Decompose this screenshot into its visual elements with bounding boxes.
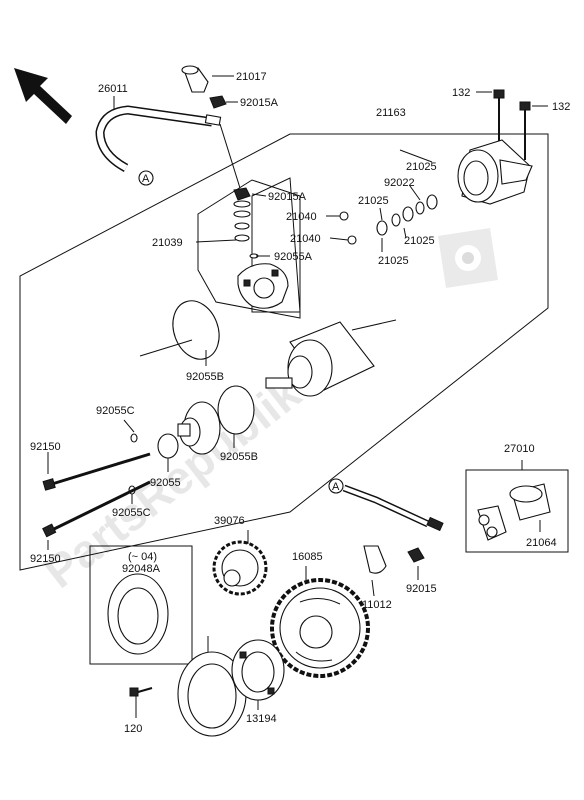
label-16085: 16085 bbox=[292, 551, 323, 563]
through-bolt-upper bbox=[42, 452, 151, 491]
terminal-boot bbox=[181, 65, 209, 93]
connector-a-top bbox=[138, 170, 154, 186]
label-92055a: 92055A bbox=[274, 251, 313, 263]
idle-gear bbox=[212, 540, 268, 596]
cover-gasket bbox=[107, 573, 169, 655]
connector-a-lower bbox=[328, 478, 344, 494]
o-ring-92055b-lower bbox=[217, 385, 255, 435]
bolt-132-left bbox=[493, 89, 505, 142]
label-92015a-top: 92015A bbox=[240, 97, 279, 109]
label-92150-b: 92150 bbox=[30, 553, 61, 565]
rear-end-cover bbox=[457, 139, 533, 205]
label-21025-b: 21025 bbox=[358, 195, 389, 207]
o-ring-92055b-upper bbox=[172, 300, 220, 360]
battery-cable bbox=[95, 105, 222, 172]
label-92055: 92055 bbox=[150, 477, 181, 489]
label-92048a: 92048A bbox=[122, 563, 161, 575]
bolt-120 bbox=[129, 687, 153, 697]
leader-lines bbox=[113, 96, 541, 597]
label-21017: 21017 bbox=[236, 71, 267, 83]
label-26011: 26011 bbox=[98, 83, 128, 95]
label-92150-a: 92150 bbox=[30, 441, 61, 453]
label-92055b-b: 92055B bbox=[220, 451, 258, 463]
o-ring-92055c-upper bbox=[130, 433, 138, 443]
label-21039: 21039 bbox=[152, 237, 183, 249]
nut-92015a-top bbox=[209, 95, 227, 109]
label-21025-a: 21025 bbox=[406, 161, 437, 173]
label-21025-c: 21025 bbox=[404, 235, 435, 247]
solenoid bbox=[477, 505, 507, 541]
plug-11012 bbox=[363, 545, 387, 574]
bolt-132-right bbox=[519, 101, 531, 160]
label-92015: 92015 bbox=[406, 583, 437, 595]
screw-21040-b bbox=[347, 235, 357, 245]
through-bolt-lower bbox=[42, 480, 151, 538]
solenoid-assembly-box bbox=[465, 469, 569, 553]
label-92055c-b: 92055C bbox=[112, 507, 151, 519]
label-21163: 21163 bbox=[376, 107, 406, 119]
clutch-cover-plate bbox=[177, 651, 247, 737]
connector-a-lower-letter: A bbox=[332, 481, 340, 493]
label-21040-b: 21040 bbox=[290, 233, 321, 245]
brush-holder bbox=[237, 263, 289, 309]
label-13194: 13194 bbox=[246, 713, 277, 725]
label-92015a-mid: 92015A bbox=[268, 191, 307, 203]
solenoid-cover-21064 bbox=[509, 483, 551, 521]
connector-a-top-letter: A bbox=[142, 173, 150, 185]
terminal-insulator-stack bbox=[233, 187, 259, 259]
label-21040-a: 21040 bbox=[286, 211, 317, 223]
o-ring-92055 bbox=[157, 433, 179, 459]
cover-plate-box bbox=[89, 545, 193, 665]
solenoid-cable bbox=[342, 484, 444, 532]
label-92022: 92022 bbox=[384, 177, 415, 189]
one-way-clutch bbox=[231, 639, 285, 701]
starter-clutch-gear bbox=[270, 578, 370, 678]
label-11012: 11012 bbox=[362, 599, 392, 611]
label-92055b-a: 92055B bbox=[186, 371, 224, 383]
label-92055c-a: 92055C bbox=[96, 405, 135, 417]
front-cover bbox=[177, 401, 221, 455]
label-120: 120 bbox=[124, 723, 142, 735]
screw-21040-a bbox=[339, 211, 349, 221]
washer-stack bbox=[376, 194, 438, 236]
label-27010: 27010 bbox=[504, 443, 535, 455]
label-21025-d: 21025 bbox=[378, 255, 409, 267]
part-labels: 26011 21017 92015A 132 132 21163 92015A … bbox=[30, 71, 570, 735]
label-04-note: (~ 04) bbox=[128, 551, 157, 563]
label-21064: 21064 bbox=[526, 537, 557, 549]
direction-arrow-icon bbox=[14, 68, 72, 124]
nut-92015 bbox=[407, 547, 425, 563]
label-39076: 39076 bbox=[214, 515, 245, 527]
gear-watermark-icon bbox=[438, 228, 498, 288]
label-132-right: 132 bbox=[552, 101, 570, 113]
motor-yoke bbox=[265, 321, 375, 397]
label-132-left: 132 bbox=[452, 87, 470, 99]
